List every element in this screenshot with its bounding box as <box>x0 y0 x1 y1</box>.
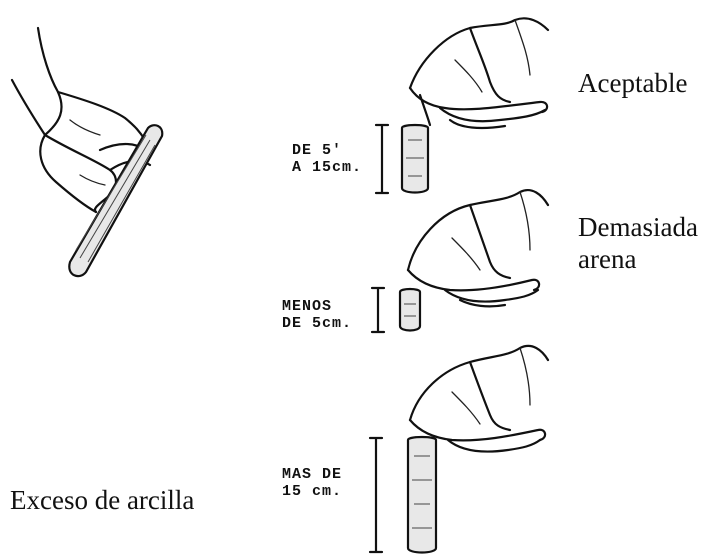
clay-measure-label: MAS DE 15 cm. <box>282 466 342 501</box>
acceptable-measure-label: DE 5' A 15cm. <box>292 142 362 177</box>
too-much-sand-line1: Demasiada <box>578 212 698 244</box>
acceptable-label: Aceptable <box>578 68 687 100</box>
too-much-clay-label: Exceso de arcilla <box>10 485 194 517</box>
sand-measure-line1: MENOS <box>282 298 352 315</box>
sand-length-bracket <box>372 288 384 332</box>
sand-hand-illustration <box>400 190 548 330</box>
acceptable-measure-line1: DE 5' <box>292 142 362 159</box>
clay-measure-line1: MAS DE <box>282 466 342 483</box>
acceptable-measure-line2: A 15cm. <box>292 159 362 176</box>
too-much-sand-label: Demasiada arena <box>578 212 698 276</box>
acceptable-hand-illustration <box>402 18 548 192</box>
sand-measure-line2: DE 5cm. <box>282 315 352 332</box>
too-much-sand-line2: arena <box>578 244 698 276</box>
acceptable-length-bracket <box>376 125 388 193</box>
clay-measure-line2: 15 cm. <box>282 483 342 500</box>
left-hand-rolling-illustration <box>12 28 162 276</box>
clay-length-bracket <box>370 438 382 552</box>
sand-measure-label: MENOS DE 5cm. <box>282 298 352 333</box>
clay-hand-illustration <box>408 346 548 553</box>
